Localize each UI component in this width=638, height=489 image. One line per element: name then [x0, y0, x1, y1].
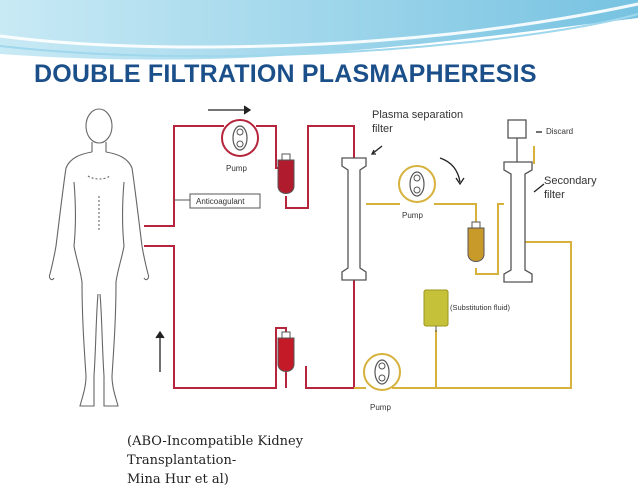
pump-3: [363, 353, 401, 391]
blood-circuit-lines: [144, 125, 355, 389]
pump-1-label: Pump: [226, 164, 247, 173]
flow-arrows: [155, 105, 545, 372]
substitution-fluid-bag: [423, 289, 449, 332]
substitution-fluid-label: (Substitution fluid): [450, 303, 511, 312]
human-body-figure: [48, 108, 150, 407]
plasma-separation-filter-label-line2: filter: [372, 123, 393, 135]
header-wave-decoration: [0, 0, 638, 60]
citation-line-2: Transplantation-: [127, 453, 237, 468]
secondary-filter-label-line1: Secondary: [544, 175, 597, 187]
pump-3-label: Pump: [370, 403, 391, 412]
secondary-filter: [503, 119, 533, 283]
plasma-circuit-lines: [354, 146, 572, 389]
anticoagulant-box: [174, 193, 261, 209]
anticoagulant-label: Anticoagulant: [196, 197, 245, 206]
plasma-separation-filter-label-line1: Plasma separation: [372, 109, 463, 121]
drip-chamber-plasma: [467, 221, 485, 262]
pump-2: [398, 165, 436, 203]
plasma-separation-filter: [341, 157, 367, 281]
drip-chamber-arterial: [277, 153, 295, 194]
discard-label: Discard: [546, 127, 573, 136]
secondary-filter-label-line2: filter: [544, 189, 565, 201]
citation-line-3: Mina Hur et al): [127, 472, 229, 487]
source-citation: (ABO-Incompatible Kidney Transplantation…: [127, 432, 427, 489]
slide-title: DOUBLE FILTRATION PLASMAPHERESIS: [34, 60, 537, 88]
dfpp-circuit-diagram: Pump Pump Pump: [36, 96, 614, 430]
pump-1: [221, 119, 259, 157]
pump-2-label: Pump: [402, 211, 423, 220]
citation-line-1: (ABO-Incompatible Kidney: [127, 434, 304, 449]
drip-chamber-venous: [277, 331, 295, 372]
